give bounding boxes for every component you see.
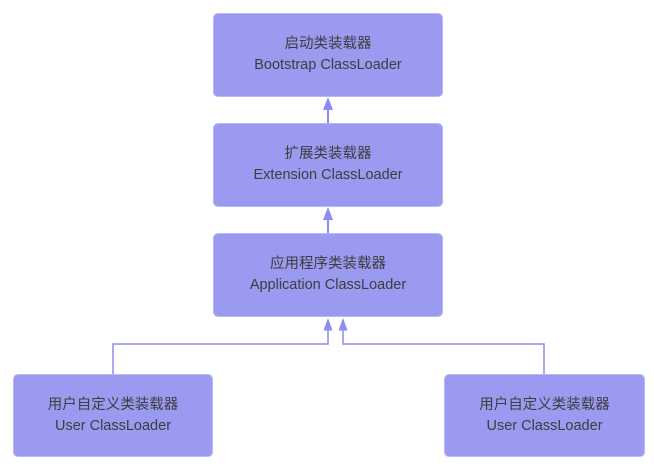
node-label-zh: 启动类装载器: [284, 36, 372, 52]
arrow-up-icon: [323, 207, 333, 220]
node-label-en: User ClassLoader: [486, 417, 603, 434]
edge-application-to-extension: [323, 207, 333, 233]
node-label-zh: 用户自定义类装载器: [479, 396, 610, 413]
node-bootstrap-classloader: 启动类装载器 Bootstrap ClassLoader: [213, 13, 443, 97]
node-label-zh: 用户自定义类装载器: [47, 396, 179, 413]
node-label-en: Bootstrap ClassLoader: [254, 57, 402, 73]
edge-elbow: [342, 330, 545, 374]
node-label-zh: 应用程序类装载器: [270, 256, 386, 272]
node-label-zh: 扩展类装载器: [284, 146, 372, 162]
node-user-classloader-right: 用户自定义类装载器 User ClassLoader: [444, 374, 645, 457]
edge-extension-to-bootstrap: [323, 97, 333, 123]
node-label-en: User ClassLoader: [54, 417, 172, 434]
arrow-up-icon: [338, 318, 348, 331]
node-application-classloader: 应用程序类装载器 Application ClassLoader: [213, 233, 443, 317]
node-label-en: Extension ClassLoader: [253, 167, 403, 183]
arrow-up-icon: [323, 97, 333, 110]
node-extension-classloader: 扩展类装载器 Extension ClassLoader: [213, 123, 443, 207]
node-user-classloader-left: 用户自定义类装载器 User ClassLoader: [13, 374, 213, 457]
edge-elbow: [112, 330, 329, 374]
node-label-en: Application ClassLoader: [249, 277, 407, 293]
edge-user-left-to-application: [112, 318, 333, 374]
arrow-up-icon: [323, 318, 333, 331]
edge-user-right-to-application: [338, 318, 545, 374]
